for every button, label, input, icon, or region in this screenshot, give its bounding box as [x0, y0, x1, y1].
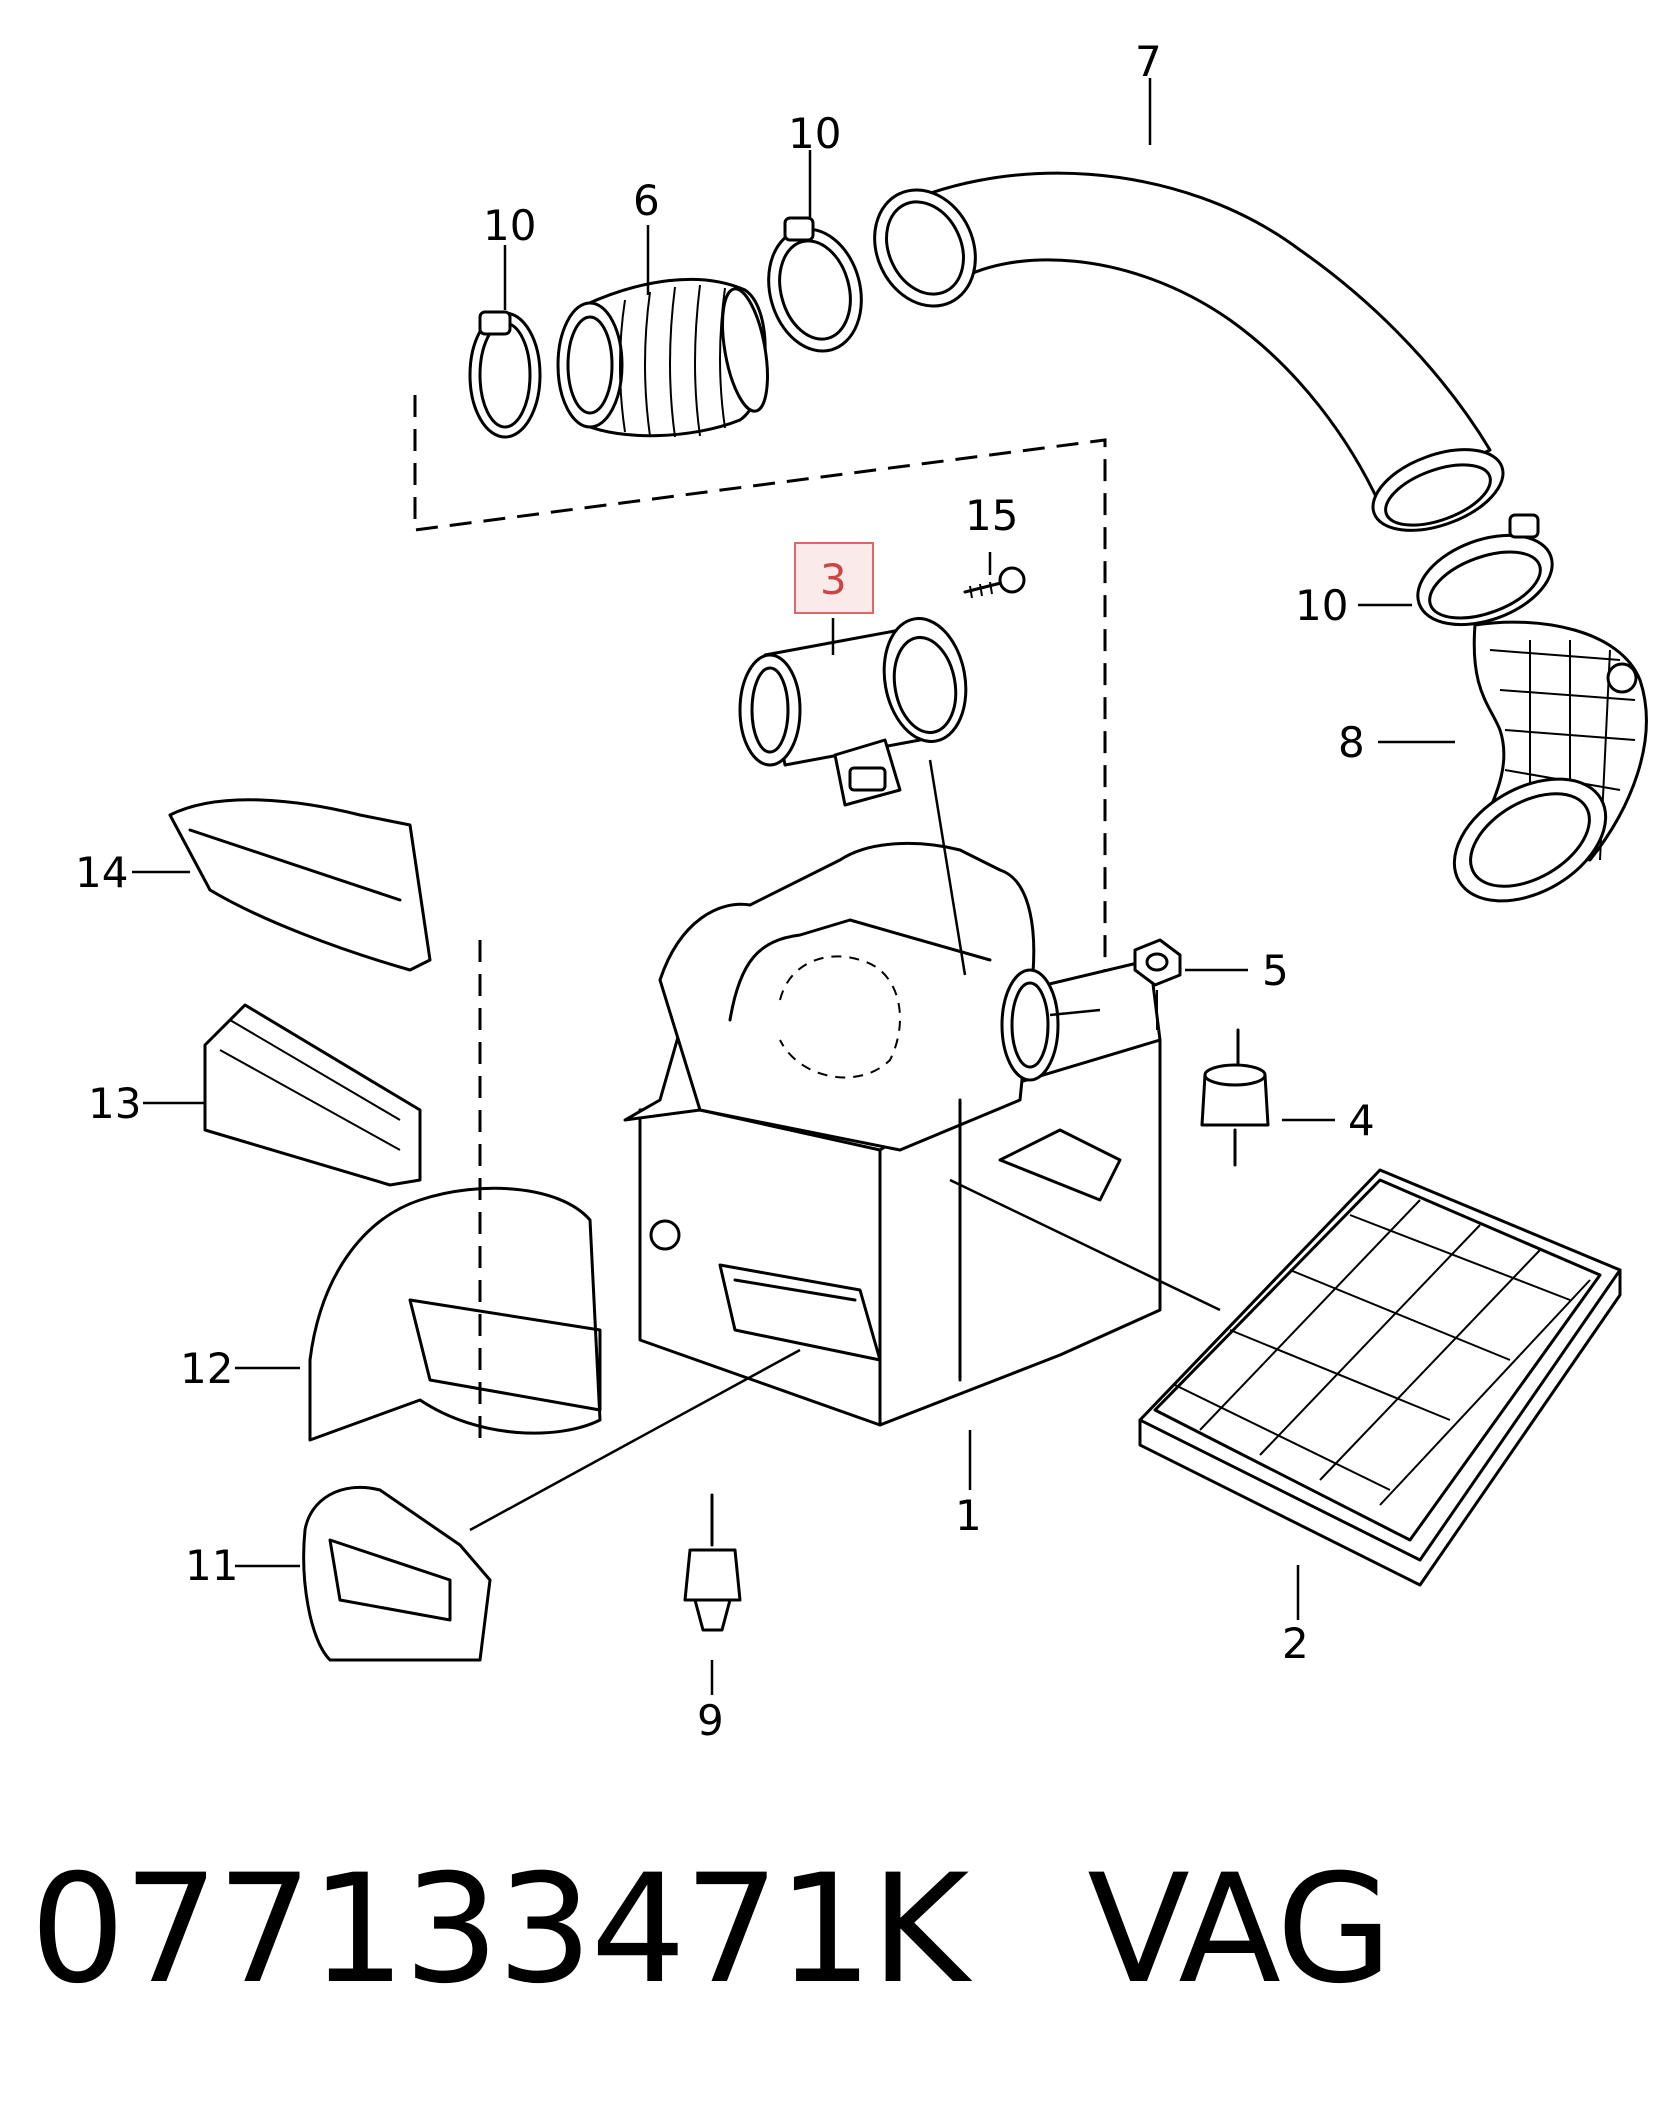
part-4-rubber-mount [1200, 1028, 1270, 1167]
leader-housing-to-filter [949, 1178, 1221, 1312]
leader-duct-to-housing [469, 1348, 801, 1532]
callout-11: 11 [185, 1541, 238, 1590]
callout-8: 8 [1338, 718, 1365, 767]
callout-9: 9 [697, 1696, 724, 1745]
brand-name: VAG [1087, 1843, 1392, 2017]
part-12-air-guide [308, 1186, 602, 1442]
part-15-screw [963, 566, 1026, 599]
part-13-bracket [203, 1003, 422, 1187]
callout-10-right: 10 [1295, 581, 1348, 630]
part-number-footer: 077133471K VAG [30, 1843, 1393, 2017]
leader-housing-boundary [1049, 1008, 1101, 1017]
part-number: 077133471K [30, 1843, 969, 2017]
part-11-duct [302, 1485, 492, 1662]
part-1-air-filter-housing [623, 841, 1162, 1427]
callout-13: 13 [88, 1079, 141, 1128]
clamp-10-middle [767, 216, 863, 353]
part-6-bellows [556, 277, 769, 438]
callout-5: 5 [1262, 946, 1289, 995]
callout-3: 3 [820, 555, 847, 604]
part-14-intake-snorkel [168, 798, 432, 972]
callout-15: 15 [965, 491, 1018, 540]
part-8-elbow [1452, 620, 1648, 903]
callout-12: 12 [180, 1344, 233, 1393]
callout-10-top: 10 [788, 109, 841, 158]
callout-7: 7 [1135, 37, 1162, 86]
callout-3-highlight-box [794, 542, 874, 614]
callout-2: 2 [1282, 1619, 1309, 1668]
callout-14: 14 [75, 848, 128, 897]
part-3-air-flow-meter-housing [738, 617, 968, 807]
callout-1: 1 [955, 1491, 982, 1540]
callout-6: 6 [633, 176, 660, 225]
leader-3-to-housing [928, 759, 967, 976]
part-2-filter-element [1138, 1168, 1622, 1587]
callout-10-left: 10 [483, 201, 536, 250]
part-7-intake-hose [873, 171, 1505, 532]
part-5-nut [1133, 938, 1182, 1030]
clamp-10-right [1416, 513, 1554, 627]
exploded-parts-diagram: 7 10 10 6 10 8 15 3 5 4 1 2 9 14 13 12 1… [75, 37, 1648, 1745]
assembly-dashed-boundary [413, 395, 1107, 1000]
callout-4: 4 [1348, 1096, 1375, 1145]
part-9-grommet [683, 1493, 742, 1632]
clamp-10-left [468, 310, 542, 439]
